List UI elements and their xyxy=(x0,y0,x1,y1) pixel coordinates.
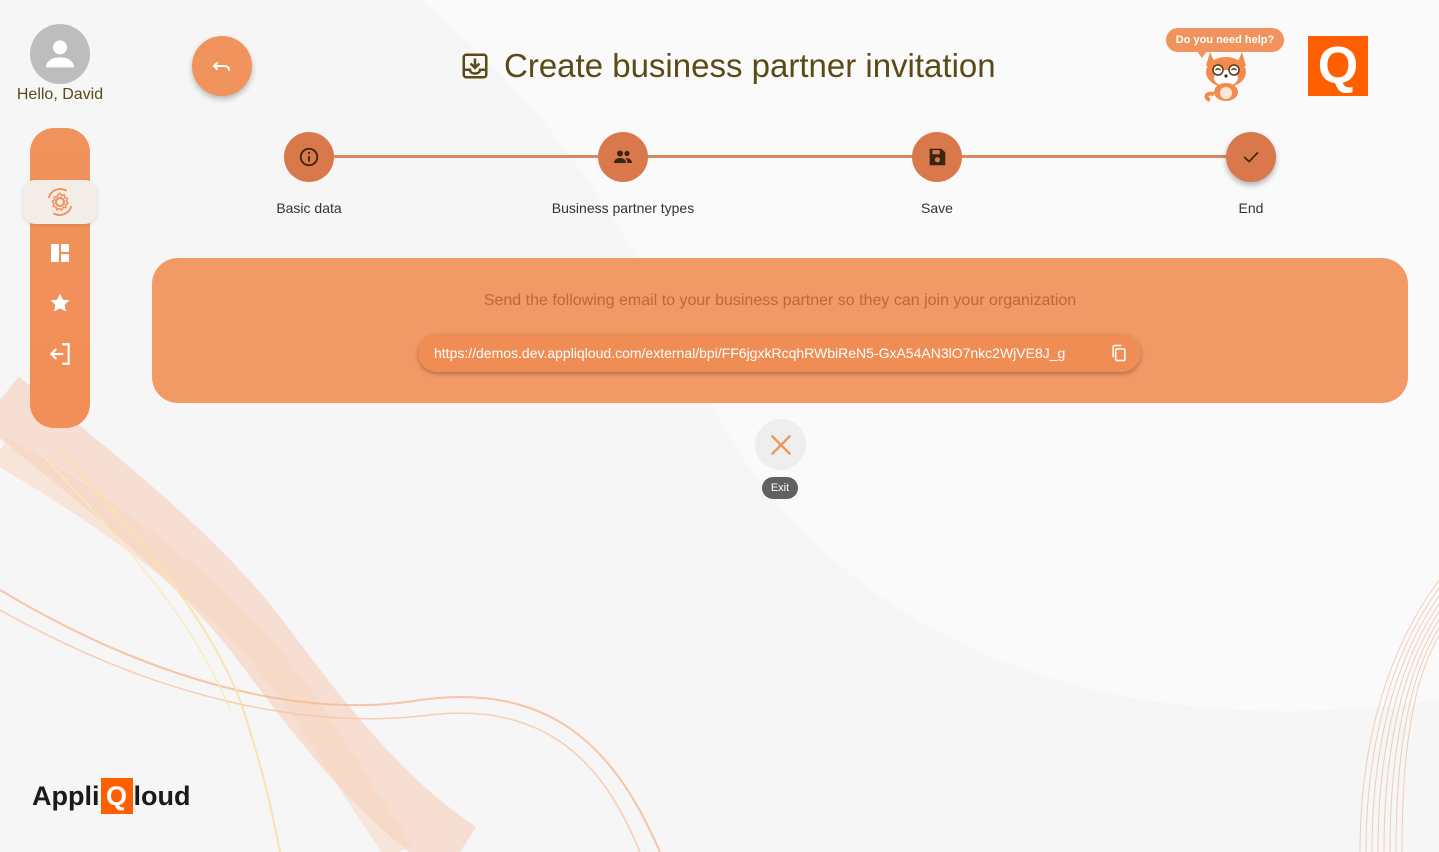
invitation-panel: Send the following email to your busines… xyxy=(152,258,1408,403)
info-icon xyxy=(299,147,319,167)
help-bubble[interactable]: Do you need help? xyxy=(1166,28,1284,58)
step-basic-data[interactable] xyxy=(284,132,334,182)
people-icon xyxy=(614,150,632,163)
step-label-business-partner-types: Business partner types xyxy=(551,200,695,216)
sidebar-item-favorites[interactable] xyxy=(30,281,90,325)
stepper-track xyxy=(309,155,1251,158)
undo-icon xyxy=(213,62,230,71)
brand-prefix: Appli xyxy=(32,780,100,811)
avatar[interactable] xyxy=(30,24,90,84)
dashboard-icon xyxy=(51,244,69,262)
page-header: Create business partner invitation xyxy=(460,44,996,88)
sidebar-item-dashboard[interactable] xyxy=(30,231,90,275)
brand-logo: Appli Q loud xyxy=(32,777,190,815)
brand-q: Q xyxy=(100,778,133,814)
user-icon xyxy=(45,40,75,68)
settings-sync-icon xyxy=(47,188,73,216)
star-icon xyxy=(50,293,70,312)
page-title: Create business partner invitation xyxy=(504,47,996,84)
app-logo[interactable]: Q xyxy=(1308,36,1368,96)
logout-icon xyxy=(50,343,70,365)
step-business-partner-types[interactable] xyxy=(598,132,648,182)
exit-tooltip: Exit xyxy=(762,477,798,499)
sidebar xyxy=(23,128,97,428)
close-icon xyxy=(770,434,791,455)
step-label-end: End xyxy=(1238,200,1264,216)
invitation-link-field[interactable]: https://demos.dev.appliqloud.com/externa… xyxy=(418,334,1141,372)
step-label-basic-data: Basic data xyxy=(276,200,342,216)
exit-button[interactable] xyxy=(755,419,806,470)
sidebar-item-logout[interactable] xyxy=(30,332,90,376)
user-greeting: Hello, David xyxy=(16,86,104,103)
brand-suffix: loud xyxy=(133,780,191,811)
copy-link-button[interactable] xyxy=(1109,343,1129,363)
invitation-message: Send the following email to your busines… xyxy=(483,292,1077,309)
copy-icon xyxy=(1112,344,1126,362)
step-label-save: Save xyxy=(921,200,953,216)
sidebar-item-settings[interactable] xyxy=(23,180,97,224)
step-end[interactable] xyxy=(1226,132,1276,182)
step-save[interactable] xyxy=(912,132,962,182)
check-icon xyxy=(1243,152,1259,163)
save-icon xyxy=(929,148,946,166)
inbox-download-icon xyxy=(462,53,488,79)
invitation-link[interactable]: https://demos.dev.appliqloud.com/externa… xyxy=(434,345,1066,361)
fox-mascot-icon[interactable] xyxy=(1196,46,1256,102)
back-button[interactable] xyxy=(192,36,252,96)
